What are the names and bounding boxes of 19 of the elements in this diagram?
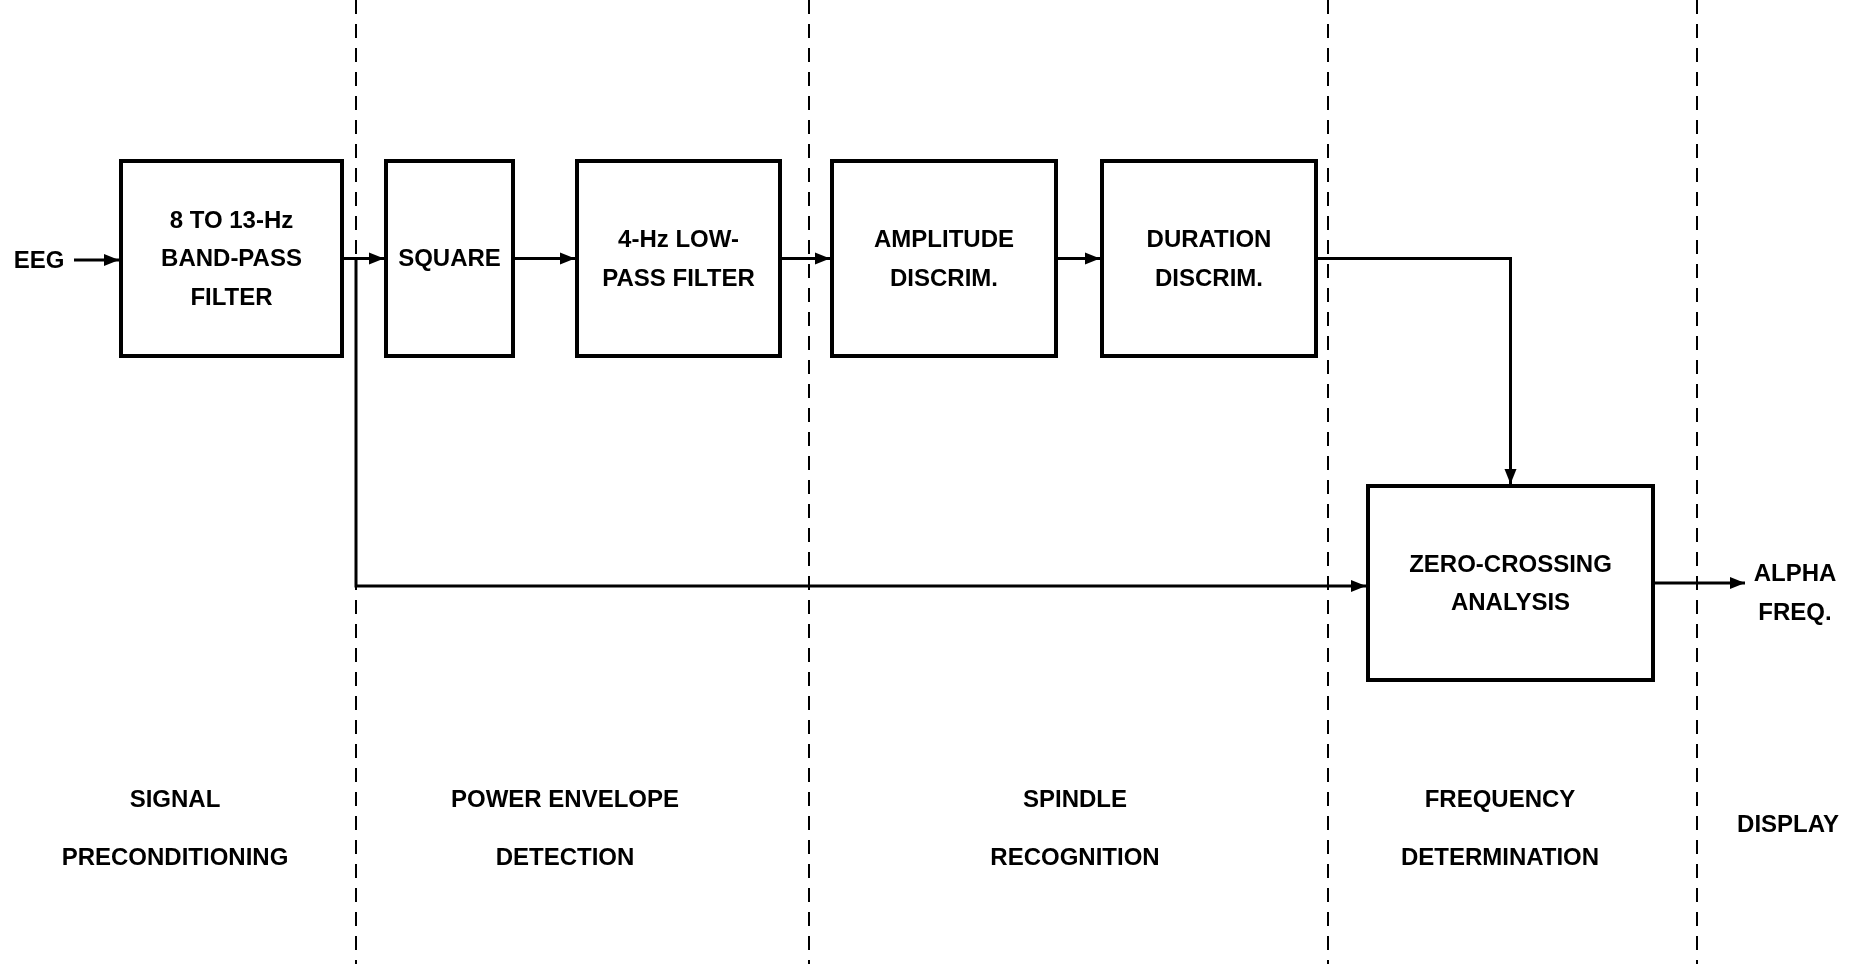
arrow: [515, 252, 575, 265]
arrow: [1655, 577, 1745, 589]
process-box: 8 TO 13-Hz BAND-PASS FILTER: [119, 159, 344, 358]
stage-label: POWER ENVELOPE DETECTION: [449, 784, 680, 872]
arrow: [74, 254, 119, 266]
process-box: SQUARE: [384, 159, 515, 358]
arrow: [1058, 252, 1100, 265]
stage-label: FREQUENCY DETERMINATION: [1399, 784, 1601, 872]
arrow: [782, 252, 830, 265]
stage-label: DISPLAY: [1736, 809, 1840, 839]
process-box: ZERO-CROSSING ANALYSIS: [1366, 484, 1655, 682]
process-box: AMPLITUDE DISCRIM.: [830, 159, 1058, 358]
stage-label: SPINDLE RECOGNITION: [989, 784, 1161, 872]
signal-label: EEG: [4, 240, 74, 280]
stage-label: SIGNAL PRECONDITIONING: [60, 784, 290, 872]
arrow: [1318, 257, 1517, 484]
signal-label: ALPHA FREQ.: [1745, 555, 1845, 630]
process-box: 4-Hz LOW-PASS FILTER: [575, 159, 782, 358]
process-box: DURATION DISCRIM.: [1100, 159, 1318, 358]
